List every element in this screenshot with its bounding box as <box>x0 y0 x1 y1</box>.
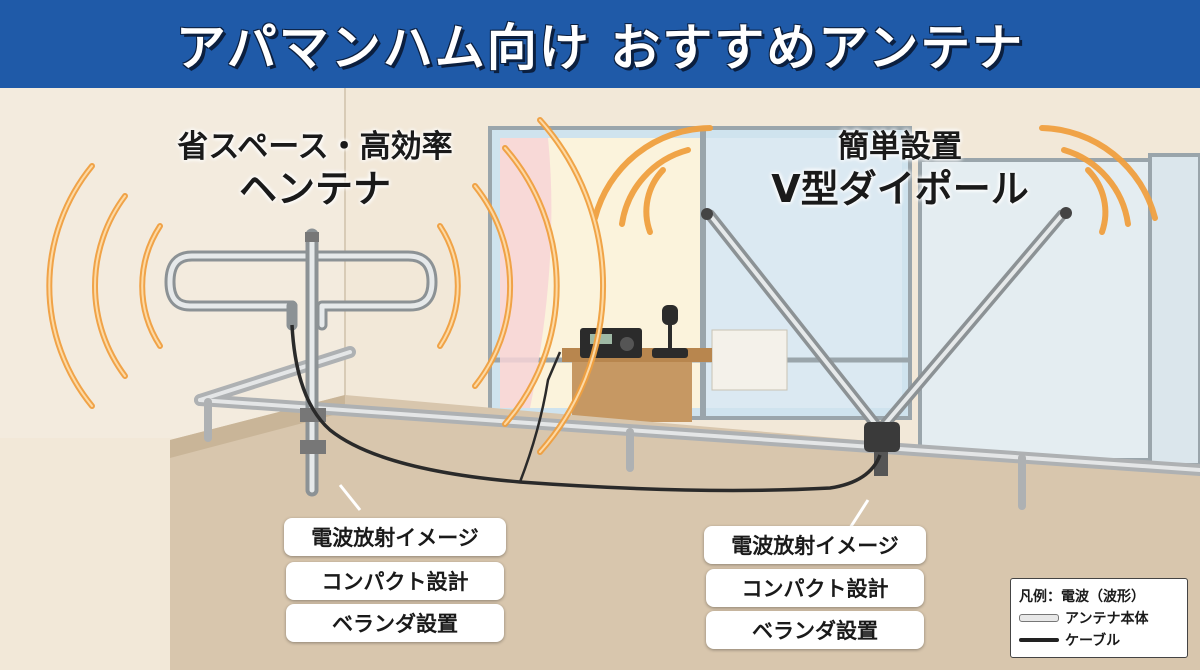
cable-swatch <box>1019 638 1059 642</box>
v-dipole-tag-balcony: ベランダ設置 <box>706 611 924 649</box>
legend-cable-row: ケーブル <box>1019 629 1179 651</box>
balcony-parapet <box>170 395 1200 670</box>
v-dipole-subtitle: 簡単設置 <box>838 129 962 165</box>
v-dipole-tag-compact: コンパクト設計 <box>706 569 924 607</box>
legend-cable-label: ケーブル <box>1065 633 1121 649</box>
balcony-railing <box>194 346 1200 510</box>
hentenna-tag-balcony: ベランダ設置 <box>286 604 504 642</box>
page-title: アパマンハム向け おすすめアンテナ <box>175 19 1025 77</box>
hentenna-heading: 省スペース・高効率 ヘンテナ <box>130 128 500 212</box>
legend-antenna-label: アンテナ本体 <box>1065 611 1149 627</box>
hentenna-name: ヘンテナ <box>238 167 391 211</box>
radio-wave-arcs <box>46 117 1158 455</box>
window-frame <box>488 126 1200 467</box>
hentenna-subtitle: 省スペース・高効率 <box>177 129 453 165</box>
hentenna-tag-compact: コンパクト設計 <box>286 562 504 600</box>
v-dipole-heading: 簡単設置 V型ダイポール <box>720 128 1080 212</box>
v-dipole-tag-radiation: 電波放射イメージ <box>704 526 926 564</box>
v-dipole-name: V型ダイポール <box>771 167 1029 211</box>
legend-heading: 凡例：電波（波形） <box>1019 589 1145 605</box>
v-dipole-antenna <box>701 207 1072 476</box>
title-banner: アパマンハム向け おすすめアンテナ <box>0 0 1200 88</box>
legend-antenna-row: アンテナ本体 <box>1019 607 1179 629</box>
antenna-swatch <box>1019 614 1059 622</box>
hentenna-tag-radiation: 電波放射イメージ <box>284 518 506 556</box>
legend-box: 凡例：電波（波形） アンテナ本体 ケーブル <box>1010 578 1188 658</box>
hentenna-antenna <box>164 228 438 497</box>
